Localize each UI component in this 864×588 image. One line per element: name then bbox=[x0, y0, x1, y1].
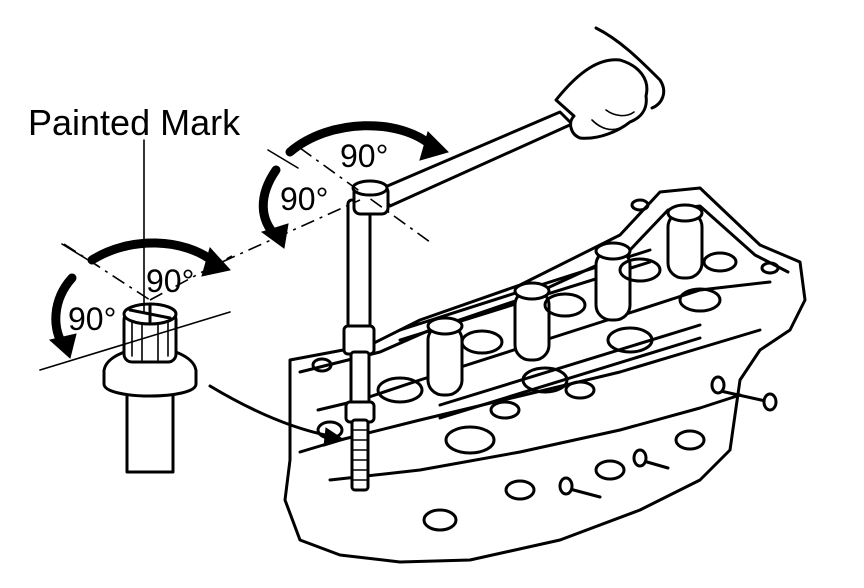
bolt-top-angle-label: 90° bbox=[146, 263, 194, 299]
arrow-head-icon bbox=[323, 427, 346, 447]
bolt-head-detail bbox=[102, 302, 346, 474]
bolt-rotation-arrows bbox=[48, 238, 231, 359]
wrench-rotation-arrows bbox=[258, 121, 449, 249]
side-ports bbox=[311, 198, 780, 532]
bolt-left-angle-label: 90° bbox=[68, 301, 116, 337]
arrow-head-icon bbox=[419, 131, 449, 161]
lifter-bosses bbox=[426, 203, 704, 397]
side-studs bbox=[558, 375, 778, 499]
arrow-head-icon bbox=[201, 246, 231, 277]
cylinder-head bbox=[283, 186, 807, 564]
painted-mark-leader bbox=[39, 139, 233, 371]
painted-mark-label: Painted Mark bbox=[28, 102, 241, 143]
arrow-head-icon bbox=[48, 333, 77, 359]
wrench-left-angle-label: 90° bbox=[280, 181, 328, 217]
socket-extension bbox=[342, 198, 376, 492]
valve-pockets bbox=[376, 251, 738, 455]
arrow-head-icon bbox=[260, 223, 289, 249]
wrench-top-angle-label: 90° bbox=[340, 138, 388, 174]
torque-wrench bbox=[351, 26, 666, 216]
reference-line bbox=[221, 147, 431, 263]
